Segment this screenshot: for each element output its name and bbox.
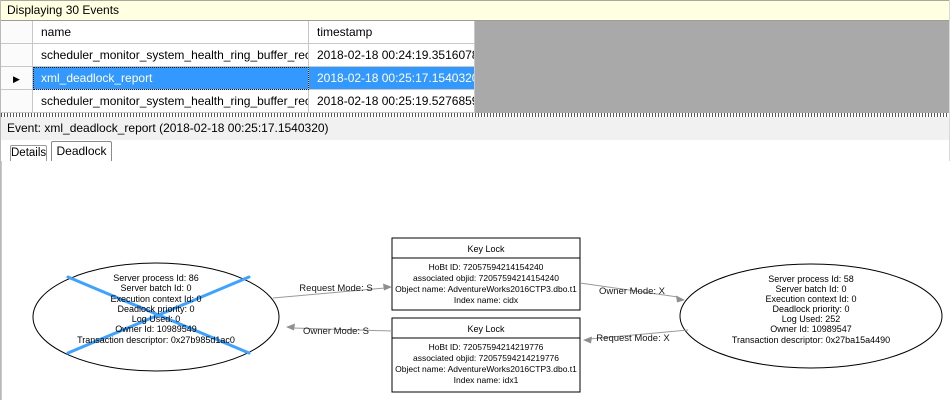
tab-details[interactable]: Details xyxy=(10,145,47,161)
row-selector-cell[interactable] xyxy=(1,90,33,113)
node-text: associated objid: 72057594214219776 xyxy=(413,353,559,363)
process-node-victim[interactable]: Server process Id: 86 Server batch Id: 0… xyxy=(32,262,280,372)
pane-splitter[interactable] xyxy=(1,113,949,117)
row-selector-header-cell[interactable] xyxy=(1,21,33,44)
arrowhead-icon xyxy=(383,283,392,291)
detail-tabs: Details Deadlock xyxy=(1,140,949,161)
process-node[interactable]: Server process Id: 58 Server batch Id: 0… xyxy=(679,263,943,369)
edge-request-x: Request Mode: X xyxy=(583,329,689,344)
arrowhead-icon xyxy=(676,295,685,303)
tab-deadlock[interactable]: Deadlock xyxy=(51,141,112,161)
node-text: Server process Id: 86 xyxy=(113,273,199,283)
node-text: Server batch Id: 0 xyxy=(120,283,191,293)
row-selector-cell[interactable]: ▶ xyxy=(1,67,33,90)
edge-request-s: Request Mode: S xyxy=(272,283,392,299)
node-text: Transaction descriptor: 0x27ba15a4490 xyxy=(732,335,890,345)
node-text: Transaction descriptor: 0x27b985d1ac0 xyxy=(77,335,235,345)
resource-title: Key Lock xyxy=(467,324,505,334)
header-filler xyxy=(475,21,949,44)
resource-title: Key Lock xyxy=(467,244,505,254)
edge-label: Request Mode: X xyxy=(596,333,670,344)
deadlock-graph-pane: Server process Id: 86 Server batch Id: 0… xyxy=(1,161,950,400)
edge-label: Owner Mode: X xyxy=(599,286,666,297)
column-header-name[interactable]: name xyxy=(33,21,309,44)
event-timestamp-cell[interactable]: 2018-02-18 00:24:19.3516078 xyxy=(309,44,475,67)
resource-node-keylock-idx1[interactable]: Key Lock HoBt ID: 72057594214219776 asso… xyxy=(391,317,581,393)
node-text: Index name: idx1 xyxy=(454,375,519,385)
node-text: Owner Id: 10989549 xyxy=(115,324,197,334)
deadlock-graph: Server process Id: 86 Server batch Id: 0… xyxy=(32,237,943,393)
node-text: Owner Id: 10989547 xyxy=(770,324,852,334)
edge-label: Owner Mode: S xyxy=(303,326,369,337)
arrowhead-icon xyxy=(583,336,592,344)
table-row[interactable]: scheduler_monitor_system_health_ring_buf… xyxy=(1,44,949,67)
table-row[interactable]: scheduler_monitor_system_health_ring_buf… xyxy=(1,90,949,113)
node-text: Server process Id: 58 xyxy=(768,274,854,284)
node-text: associated objid: 72057594214154240 xyxy=(413,273,559,283)
event-timestamp-cell[interactable]: 2018-02-18 00:25:17.1540320 xyxy=(309,67,475,90)
current-row-indicator-icon: ▶ xyxy=(13,74,20,84)
victim-cross-icon xyxy=(66,275,251,355)
node-text: Execution context Id: 0 xyxy=(110,294,201,304)
events-table: name timestamp scheduler_monitor_system_… xyxy=(1,21,949,113)
node-text: HoBt ID: 72057594214154240 xyxy=(429,262,544,272)
node-text: HoBt ID: 72057594214219776 xyxy=(429,342,544,352)
table-row-selected[interactable]: ▶ xml_deadlock_report 2018-02-18 00:25:1… xyxy=(1,67,949,90)
edge-owner-x: Owner Mode: X xyxy=(579,282,685,303)
node-text: Log Used: 252 xyxy=(782,314,841,324)
event-name-cell[interactable]: xml_deadlock_report xyxy=(33,67,309,90)
node-text: Log Used: 0 xyxy=(132,314,181,324)
event-name-cell[interactable]: scheduler_monitor_system_health_ring_buf… xyxy=(33,90,309,113)
event-name-cell[interactable]: scheduler_monitor_system_health_ring_buf… xyxy=(33,44,309,67)
edge-owner-s: Owner Mode: S xyxy=(286,323,393,337)
events-count-bar: Displaying 30 Events xyxy=(1,0,949,21)
resource-node-keylock-cidx[interactable]: Key Lock HoBt ID: 72057594214154240 asso… xyxy=(391,237,581,311)
table-header-row: name timestamp xyxy=(1,21,949,44)
node-text: Object name: AdventureWorks2016CTP3.dbo.… xyxy=(395,284,577,294)
node-text: Execution context Id: 0 xyxy=(765,294,856,304)
column-header-timestamp[interactable]: timestamp xyxy=(309,21,475,44)
row-filler xyxy=(475,44,949,67)
selected-event-label: Event: xml_deadlock_report (2018-02-18 0… xyxy=(1,117,949,140)
node-text: Object name: AdventureWorks2016CTP3.dbo.… xyxy=(395,364,577,374)
node-text: Deadlock priority: 0 xyxy=(117,304,194,314)
row-filler xyxy=(475,90,949,113)
edge-label: Request Mode: S xyxy=(299,283,372,294)
node-text: Deadlock priority: 0 xyxy=(772,304,849,314)
row-filler xyxy=(475,67,949,90)
event-timestamp-cell[interactable]: 2018-02-18 00:25:19.5276859 xyxy=(309,90,475,113)
arrowhead-icon xyxy=(286,323,295,331)
node-text: Server batch Id: 0 xyxy=(775,284,846,294)
node-text: Index name: cidx xyxy=(454,295,519,305)
row-selector-cell[interactable] xyxy=(1,44,33,67)
